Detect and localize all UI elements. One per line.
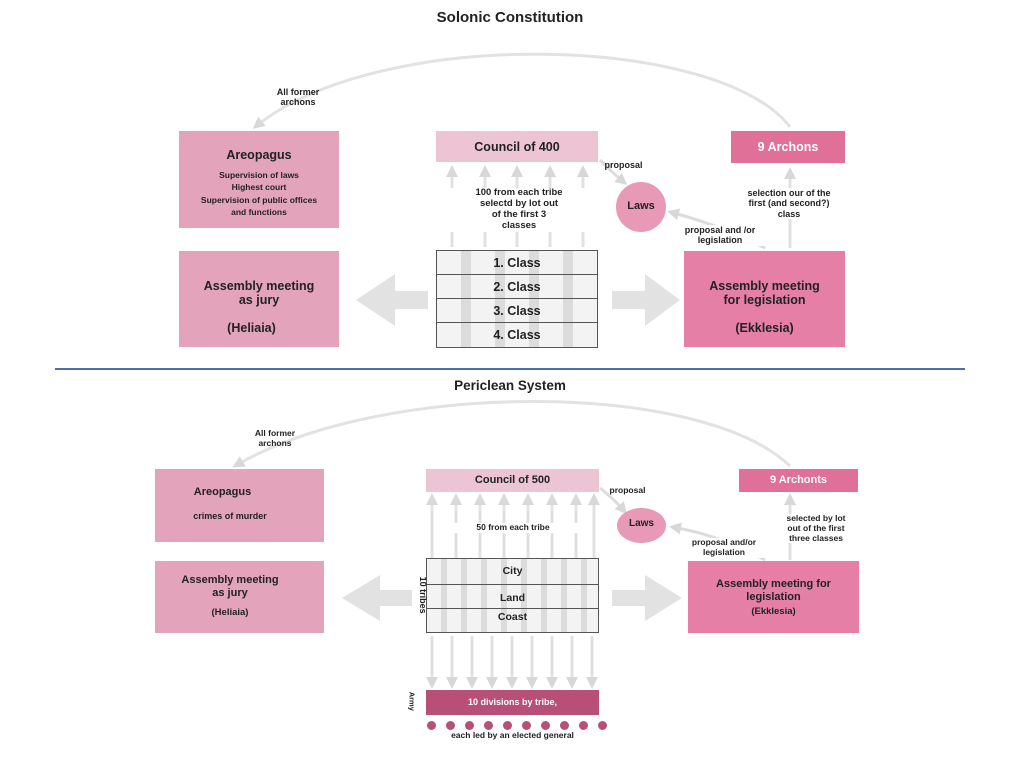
periclean-divisions-box: 10 divisions by tribe,	[426, 690, 599, 715]
general-dot	[560, 721, 569, 730]
periclean-tribe-row: City	[427, 559, 598, 585]
periclean-army-label: Army	[407, 691, 417, 711]
big-arrow-right-periclean	[612, 575, 682, 621]
curve-archonts-to-areopagus	[232, 400, 792, 468]
periclean-archonts-note: selected by lot out of the first three c…	[766, 513, 866, 544]
general-dot	[579, 721, 588, 730]
solonic-areopagus-box: Areopagus Supervision of laws Highest co…	[179, 131, 339, 228]
solonic-jury-name: (Heliaia)	[227, 321, 276, 335]
solonic-class-row: 3. Class	[437, 299, 597, 323]
periclean-laws-label: Laws	[628, 518, 654, 529]
periclean-jury-box: Assembly meeting as jury (Heliaia)	[155, 561, 324, 633]
solonic-archons-box: 9 Archons	[731, 131, 845, 163]
periclean-tribe-row: Coast	[497, 611, 528, 623]
periclean-general-dots	[427, 721, 607, 731]
solonic-classes-table: 1. Class 2. Class 3. Class 4. Class	[436, 250, 598, 348]
solonic-archons-label: 9 Archons	[757, 140, 819, 154]
solonic-areopagus-lines: Supervision of laws Highest court Superv…	[200, 170, 318, 217]
general-dot	[522, 721, 531, 730]
solonic-legislation-name: (Ekklesia)	[735, 321, 794, 335]
periclean-tribes-label: 10 tribes	[418, 576, 429, 614]
solonic-class-row: 1. Class	[437, 251, 597, 275]
periclean-proposal-legislation: proposal and/or legislation	[676, 537, 772, 558]
solonic-archons-note: selection our of the first (and second?)…	[727, 188, 851, 220]
big-arrow-right-solonic	[612, 274, 680, 326]
periclean-title: Periclean System	[454, 378, 566, 393]
periclean-areopagus-box: Areopagus crimes of murder	[155, 469, 324, 542]
solonic-council-label: Council of 400	[474, 140, 560, 154]
general-dot	[541, 721, 550, 730]
solonic-jury-box: Assembly meeting as jury (Heliaia)	[179, 251, 339, 347]
solonic-areopagus-title: Areopagus	[226, 148, 292, 162]
curve-archons-to-areopagus	[252, 52, 792, 129]
general-dot	[427, 721, 436, 730]
periclean-jury-title: Assembly meeting as jury	[181, 574, 279, 599]
big-arrow-left-solonic	[356, 274, 428, 326]
solonic-council-note: 100 from each tribe selectd by lot out o…	[449, 187, 589, 232]
periclean-legislation-box: Assembly meeting for legislation (Ekkles…	[688, 561, 859, 633]
periclean-legislation-title: Assembly meeting for legislation	[716, 578, 831, 603]
solonic-council-box: Council of 400	[436, 131, 598, 162]
periclean-archonts-box: 9 Archonts	[739, 469, 858, 492]
general-dot	[598, 721, 607, 730]
general-dot	[484, 721, 493, 730]
solonic-legislation-title: Assembly meeting for legislation	[709, 279, 820, 308]
solonic-class-row: 4. Class	[493, 328, 541, 342]
solonic-laws-label: Laws	[627, 200, 655, 212]
periclean-council-box: Council of 500	[426, 469, 599, 492]
periclean-former-archons: All former archons	[254, 428, 296, 448]
solonic-jury-title: Assembly meeting as jury	[203, 279, 315, 308]
solonic-title: Solonic Constitution	[436, 9, 584, 26]
periclean-council-note: 50 from each tribe	[446, 522, 580, 533]
big-arrow-left-periclean	[342, 575, 412, 621]
periclean-proposal: proposal	[609, 485, 646, 495]
solonic-laws: Laws	[616, 182, 666, 232]
periclean-laws: Laws	[617, 508, 666, 543]
solonic-class-row: 2. Class	[437, 275, 597, 299]
periclean-tribe-row: Land	[427, 585, 598, 609]
periclean-areopagus-lines: crimes of murder	[193, 511, 267, 521]
solonic-proposal: proposal	[604, 160, 643, 170]
periclean-divisions-label: 10 divisions by tribe,	[467, 697, 558, 707]
solonic-proposal-legislation: proposal and /or legislation	[672, 225, 768, 246]
periclean-areopagus-title: Areopagus	[193, 486, 252, 498]
periclean-tribes-table: City Land Coast	[426, 558, 599, 633]
general-dot	[465, 721, 474, 730]
general-dot	[503, 721, 512, 730]
periclean-archonts-label: 9 Archonts	[769, 474, 828, 486]
periclean-legislation-name: (Ekklesia)	[751, 606, 796, 617]
periclean-generals-label: each led by an elected general	[451, 730, 574, 740]
solonic-legislation-box: Assembly meeting for legislation (Ekkles…	[684, 251, 845, 347]
periclean-jury-name: (Heliaia)	[211, 607, 249, 618]
general-dot	[446, 721, 455, 730]
periclean-council-label: Council of 500	[474, 474, 551, 486]
solonic-former-archons: All former archons	[276, 87, 320, 108]
